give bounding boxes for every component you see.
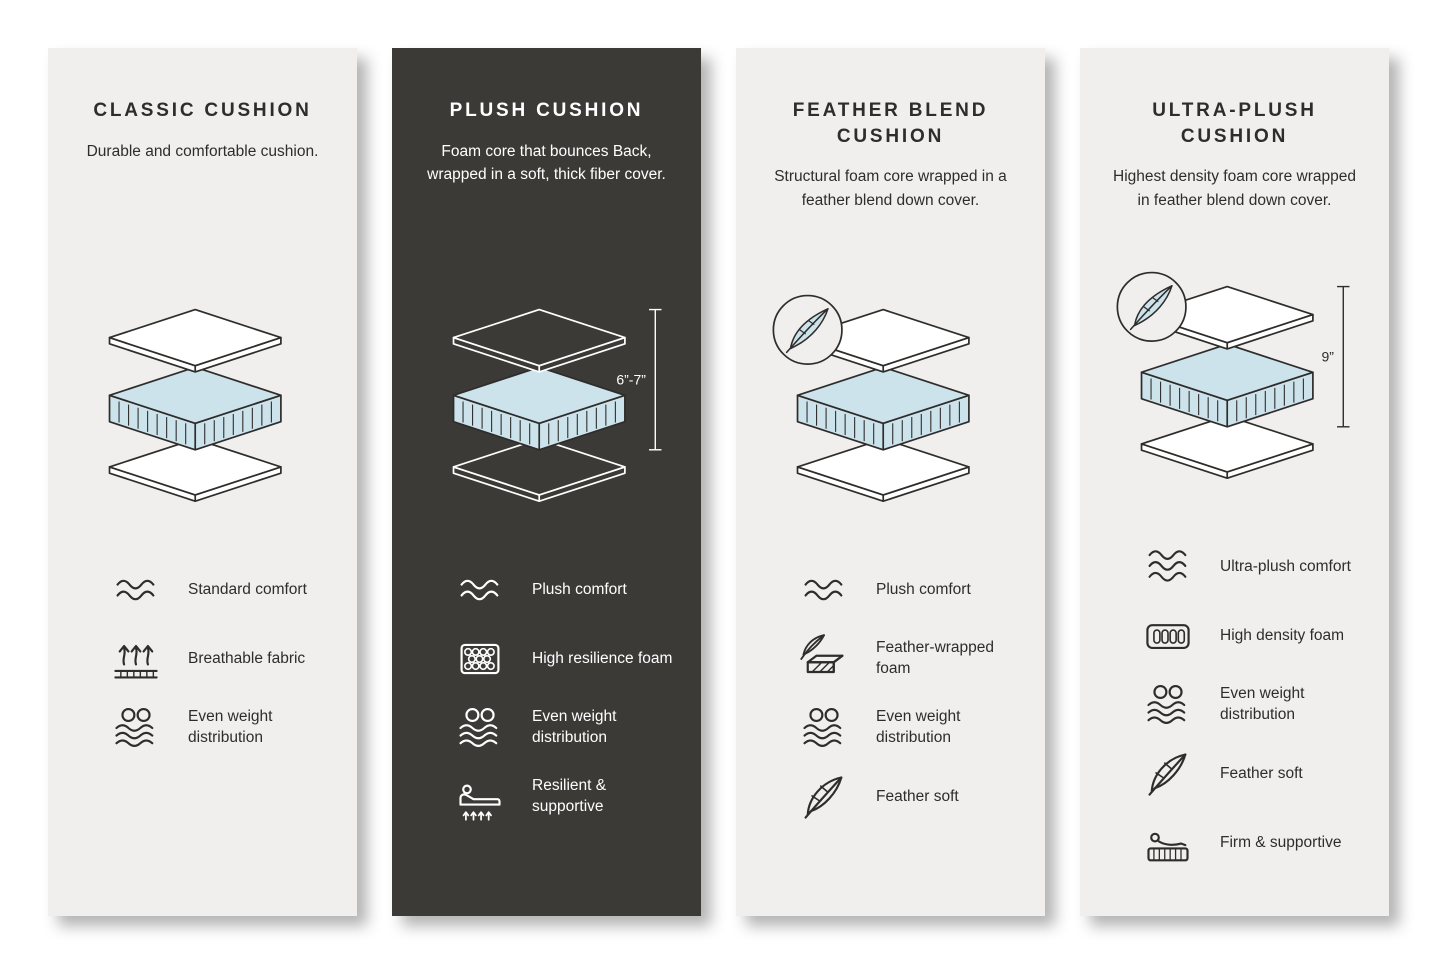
feature-row: Plush comfort <box>798 564 1021 616</box>
feature-label: Breathable fabric <box>188 649 306 667</box>
feature-label: Firm & supportive <box>1220 833 1342 851</box>
feature-row: Even weight distribution <box>454 702 677 754</box>
card-plush-cushion: PLUSH CUSHION Foam core that bounces Bac… <box>392 48 701 916</box>
cushion-diagram: 6”-7” <box>416 294 678 524</box>
cushion-diagram <box>72 294 334 524</box>
cushion-layers-diagram <box>108 308 282 503</box>
svg-text:9”: 9” <box>1321 348 1334 364</box>
feature-label: Standard comfort <box>188 580 307 598</box>
card-title: PLUSH CUSHION <box>449 100 644 121</box>
feature-label: Plush comfort <box>532 580 627 598</box>
cushion-layers-diagram: 6”-7” <box>452 308 662 503</box>
weight-distribution-icon <box>110 702 162 754</box>
feature-row: Feather soft <box>1142 748 1365 800</box>
feature-row: Ultra-plush comfort <box>1142 541 1365 593</box>
card-title: CLASSIC CUSHION <box>93 100 312 121</box>
cushion-diagram <box>760 294 1022 524</box>
waves-3-icon <box>1142 541 1194 593</box>
svg-text:6”-7”: 6”-7” <box>616 371 646 387</box>
feature-label: Even weight distribution <box>876 708 961 746</box>
card-description: Foam core that bounces Back, wrapped in … <box>427 142 666 183</box>
feature-label: High resilience foam <box>532 649 673 667</box>
weight-distribution-icon <box>1142 679 1194 731</box>
feature-label: Resilient & supportive <box>532 777 607 815</box>
feature-row: Even weight distribution <box>110 702 333 754</box>
feature-label: Feather soft <box>876 787 959 805</box>
feature-row: Firm & supportive <box>1142 817 1365 869</box>
density-foam-icon <box>1142 610 1194 662</box>
card-description: Structural foam core wrapped in a feathe… <box>774 168 1007 209</box>
feature-row: Even weight distribution <box>1142 679 1365 731</box>
breathable-icon <box>110 633 162 685</box>
card-header: CLASSIC CUSHION Durable and comfortable … <box>87 98 319 278</box>
feature-row: High density foam <box>1142 610 1365 662</box>
weight-distribution-icon <box>798 702 850 754</box>
card-title: ULTRA-PLUSH CUSHION <box>1152 100 1317 147</box>
feature-row: Feather soft <box>798 771 1021 823</box>
feature-label: Plush comfort <box>876 580 971 598</box>
cushion-diagram: 9” <box>1104 271 1366 501</box>
feature-label: Feather soft <box>1220 764 1303 782</box>
waves-2-icon <box>110 564 162 616</box>
feature-row: Feather-wrapped foam <box>798 633 1021 685</box>
card-description: Highest density foam core wrapped in fea… <box>1113 168 1356 209</box>
feature-label: Feather-wrapped foam <box>876 639 995 677</box>
support-icon <box>454 771 506 823</box>
feather-icon <box>1142 748 1194 800</box>
feature-label: Even weight distribution <box>1220 685 1305 723</box>
card-header: ULTRA-PLUSH CUSHION Highest density foam… <box>1104 98 1365 255</box>
cushion-layers-diagram: 9” <box>1116 271 1350 480</box>
card-ultra-plush-cushion: ULTRA-PLUSH CUSHION Highest density foam… <box>1080 48 1389 916</box>
feature-row: Breathable fabric <box>110 633 333 685</box>
feature-label: Ultra-plush comfort <box>1220 557 1351 575</box>
cushion-layers-diagram <box>772 294 970 503</box>
feature-row: Plush comfort <box>454 564 677 616</box>
feature-row: Standard comfort <box>110 564 333 616</box>
card-header: FEATHER BLEND CUSHION Structural foam co… <box>760 98 1021 278</box>
feather-foam-icon <box>798 633 850 685</box>
waves-2-icon <box>798 564 850 616</box>
card-title: FEATHER BLEND CUSHION <box>792 100 989 147</box>
feature-row: Even weight distribution <box>798 702 1021 754</box>
feature-row: High resilience foam <box>454 633 677 685</box>
card-row: CLASSIC CUSHION Durable and comfortable … <box>48 48 1389 916</box>
feature-row: Resilient & supportive <box>454 771 677 823</box>
firm-support-icon <box>1142 817 1194 869</box>
honeycomb-icon <box>454 633 506 685</box>
feature-label: Even weight distribution <box>188 708 273 746</box>
card-header: PLUSH CUSHION Foam core that bounces Bac… <box>421 98 673 278</box>
weight-distribution-icon <box>454 702 506 754</box>
card-feather-blend-cushion: FEATHER BLEND CUSHION Structural foam co… <box>736 48 1045 916</box>
feather-icon <box>798 771 850 823</box>
waves-2-icon <box>454 564 506 616</box>
feature-label: High density foam <box>1220 626 1345 644</box>
feature-label: Even weight distribution <box>532 708 617 746</box>
card-description: Durable and comfortable cushion. <box>86 142 319 160</box>
card-classic-cushion: CLASSIC CUSHION Durable and comfortable … <box>48 48 357 916</box>
